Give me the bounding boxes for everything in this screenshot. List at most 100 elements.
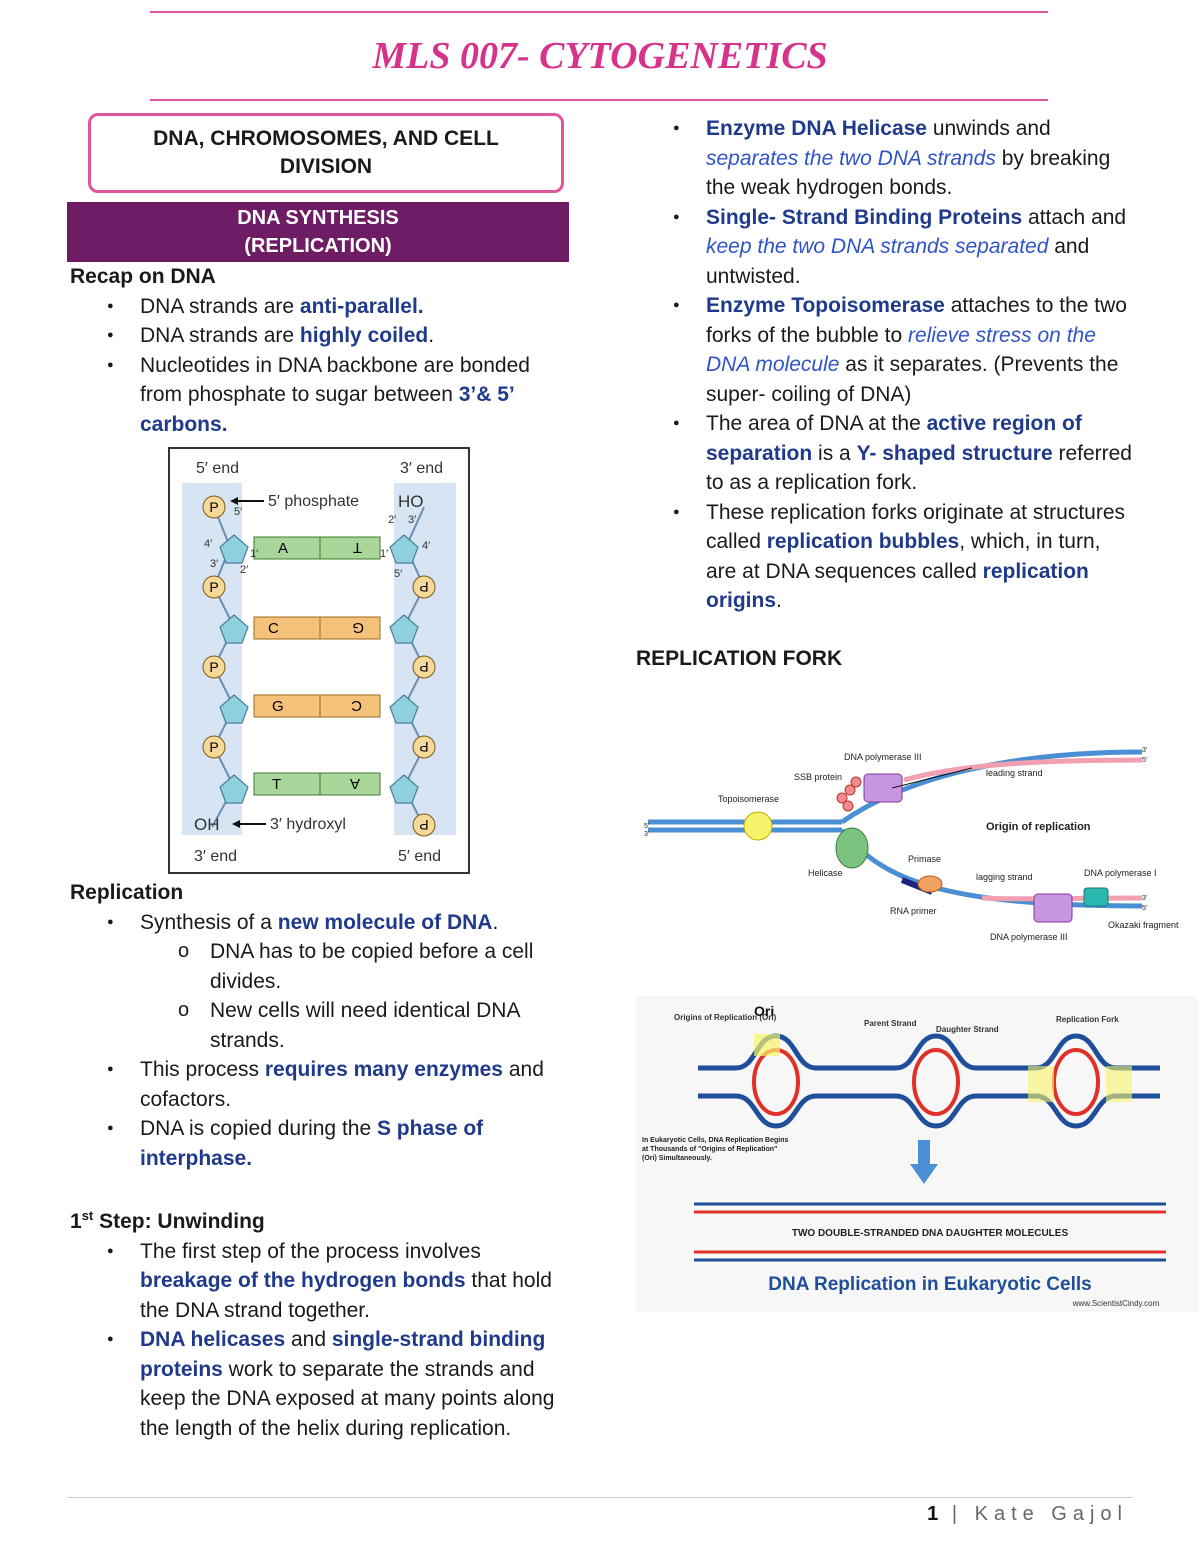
banner-line-1: DNA SYNTHESIS [237, 207, 399, 229]
fork-label: DNA polymerase III [844, 752, 922, 762]
base-label: G [272, 698, 284, 715]
replication-list: Synthesis of a new molecule of DNA. DNA … [70, 908, 570, 1174]
text: and cofactors. [140, 1058, 544, 1111]
text-bold: 3’& 5’ carbons. [140, 383, 514, 436]
text-bold: breakage of the hydrogen bonds [140, 1269, 466, 1292]
list-item: Single- Strand Binding Proteins attach a… [636, 203, 1136, 292]
base-label: A [350, 775, 360, 792]
text-italic: relieve stress on the DNA molecule [706, 323, 1096, 377]
p-label: P [209, 499, 218, 515]
base-label: A [278, 540, 288, 557]
fork-end-label: 3' [1142, 895, 1147, 902]
text: Nucleotides in DNA backbone are bonded f… [140, 353, 530, 407]
carbon-number: 5′ [394, 568, 402, 580]
fork-end-label: 5' [1142, 757, 1147, 764]
banner-line-2: (REPLICATION) [244, 235, 392, 257]
text: The first step of the process involves [140, 1239, 481, 1263]
phosphate-label: 5′ phosphate [268, 493, 359, 510]
text: These replication forks originate at str… [706, 500, 1126, 554]
list-item: DNA strands are anti-parallel. [70, 292, 570, 322]
sub-list-item: New cells will need identical DNA strand… [70, 996, 570, 1055]
fork-label: RNA primer [890, 906, 937, 916]
text-bold: active region of separation [706, 412, 1082, 465]
top-right-label: 3′ end [400, 460, 443, 477]
right-column: Enzyme DNA Helicase unwinds and separate… [636, 114, 1136, 673]
carbon-number: 3′ [408, 514, 416, 526]
carbon-number: 5′ [234, 506, 242, 518]
ho-label: HO [398, 492, 424, 511]
bottom-left-label: 3′ end [194, 848, 237, 865]
carbon-number: 4′ [204, 538, 212, 550]
p-label: P [419, 817, 428, 833]
header-rule-top [150, 11, 1048, 13]
carbon-number: 2′ [240, 564, 248, 576]
text: . [428, 324, 435, 347]
fork-heading: REPLICATION FORK [636, 646, 843, 670]
text: DNA strands are [140, 324, 300, 347]
oh-label: OH [194, 815, 220, 834]
text: by breaking the weak hydrogen bonds. [706, 146, 1111, 200]
fork-label: DNA polymerase III [990, 932, 1068, 942]
list-item: These replication forks originate at str… [636, 498, 1136, 616]
eukaryotic-replication-diagram: Origins of Replication (Ori) Ori Parent … [636, 996, 1198, 1312]
text-italic: keep the two DNA strands separated [706, 235, 1049, 258]
fork-label: leading strand [986, 768, 1043, 778]
sub-list-item: DNA has to be copied before a cell divid… [70, 937, 570, 996]
text: The area of DNA at the [706, 412, 927, 435]
footer-rule [67, 1497, 1133, 1498]
text: . [492, 910, 499, 934]
bottom-right-label: 5′ end [398, 848, 441, 865]
list-item: This process requires many enzymes and c… [70, 1055, 570, 1114]
text: referred to as a replication fork. [706, 441, 1132, 495]
euk-label: TWO DOUBLE-STRANDED DNA DAUGHTER MOLECUL… [792, 1228, 1069, 1239]
carbon-number: 2′ [388, 514, 396, 526]
p-label: P [419, 739, 428, 755]
list-item: DNA is copied during the S phase of inte… [70, 1114, 570, 1173]
text: . [776, 589, 782, 612]
euk-label: Ori [754, 1003, 774, 1019]
list-item: Enzyme DNA Helicase unwinds and separate… [636, 114, 1136, 203]
text-bold: DNA helicases [140, 1328, 286, 1351]
fork-end-label: 3' [644, 831, 649, 838]
recap-heading: Recap on DNA [70, 265, 216, 288]
p-label: P [209, 659, 218, 675]
list-item: Enzyme Topoisomerase attaches to the two… [636, 291, 1136, 409]
fork-label: Topoisomerase [718, 794, 779, 804]
list-item: DNA strands are highly coiled. [70, 321, 570, 351]
text-bold: requires many enzymes [264, 1058, 503, 1081]
text: Synthesis of a [140, 910, 278, 934]
text-bold: replication bubbles [766, 530, 960, 553]
text: unwinds and [926, 117, 1051, 140]
carbon-number: 1′ [380, 548, 388, 560]
euk-label: Daughter Strand [936, 1025, 999, 1034]
fork-label: Helicase [808, 868, 843, 878]
text: 1 [70, 1210, 82, 1233]
text: work to separate the strands and keep th… [140, 1357, 555, 1440]
list-item: The area of DNA at the active region of … [636, 409, 1136, 498]
p-label: P [209, 739, 218, 755]
hydroxyl-label: 3′ hydroxyl [270, 816, 346, 833]
fork-label: DNA polymerase I [1084, 868, 1157, 878]
footer: 1 | Kate Gajol [927, 1503, 1128, 1525]
list-item: Nucleotides in DNA backbone are bonded f… [70, 351, 570, 440]
text: Step: Unwinding [93, 1210, 265, 1233]
text-bold: anti-parallel. [299, 294, 424, 318]
euk-site: www.ScientistCindy.com [1072, 1299, 1160, 1308]
text-bold: replication origins [706, 559, 1089, 613]
base-label: T [272, 776, 281, 793]
fork-end-label: 5' [1142, 905, 1147, 912]
fork-label: lagging strand [976, 872, 1033, 882]
text-bold: S phase of interphase. [140, 1117, 484, 1170]
carbon-number: 3′ [210, 558, 218, 570]
text: New cells will need identical DNA strand… [210, 999, 520, 1052]
replication-heading: Replication [70, 881, 184, 904]
euk-label: Parent Strand [864, 1019, 917, 1028]
text: and [285, 1328, 332, 1351]
euk-label: Replication Fork [1056, 1015, 1119, 1024]
euk-note: In Eukaryotic Cells, DNA Replication Beg… [642, 1137, 789, 1162]
top-left-label: 5′ end [196, 460, 239, 477]
text-bold: Single- Strand Binding Proteins [706, 205, 1023, 229]
list-item: DNA helicases and single-strand binding … [70, 1325, 570, 1443]
p-label: P [419, 659, 428, 675]
base-label: G [352, 619, 364, 636]
